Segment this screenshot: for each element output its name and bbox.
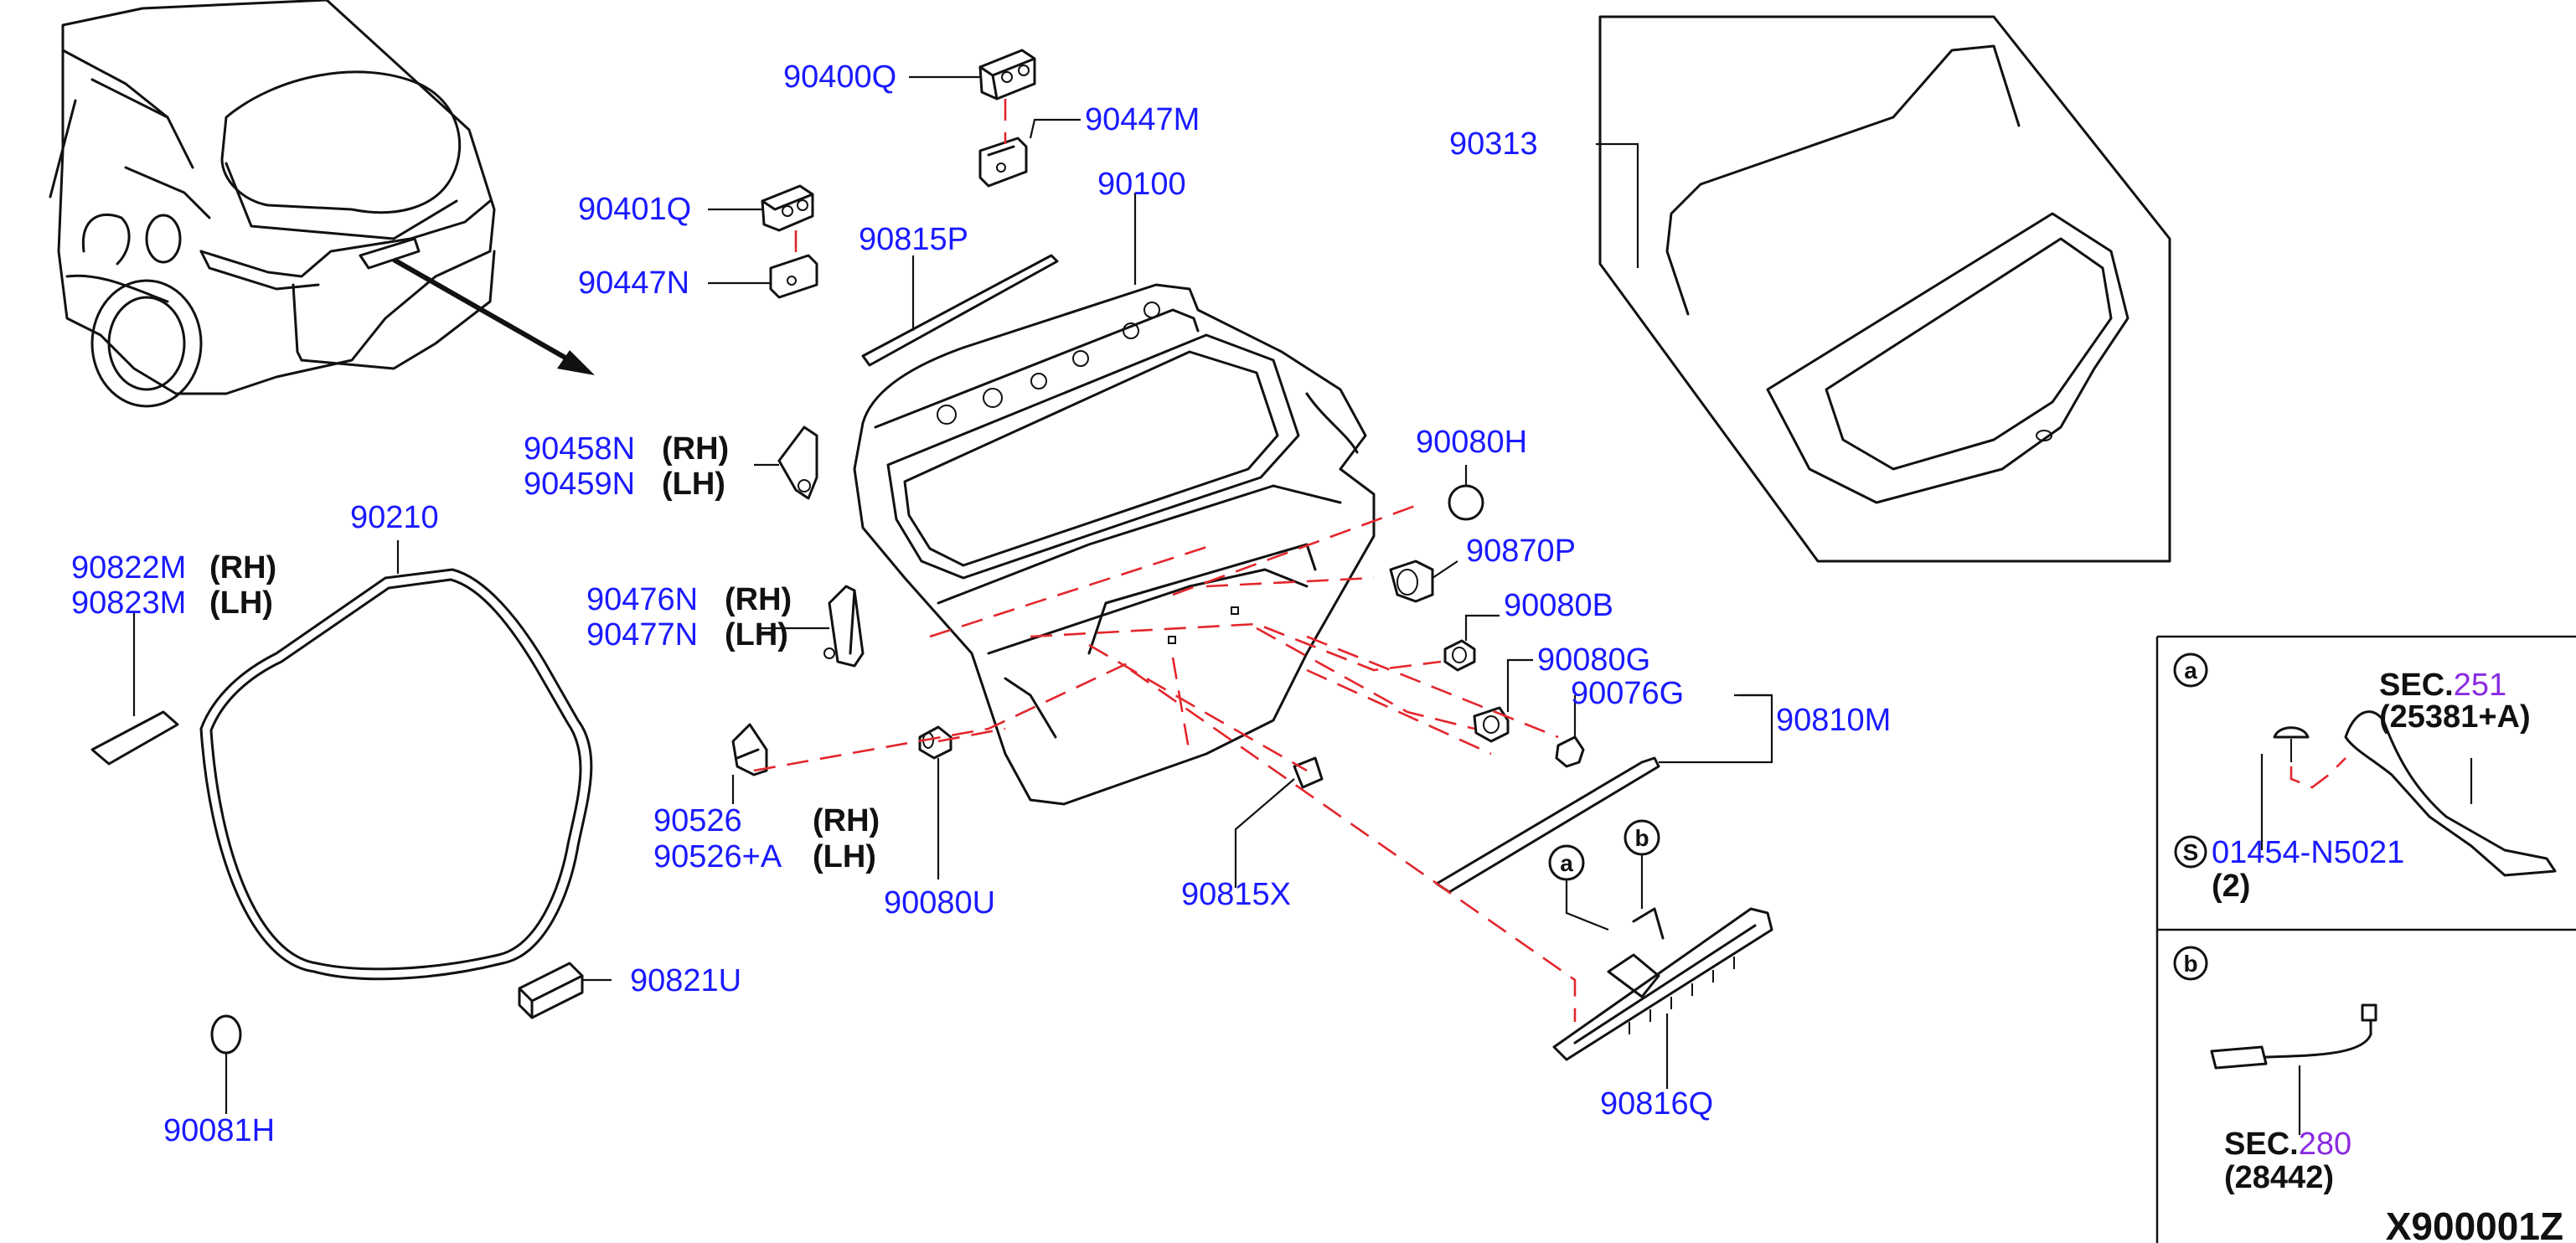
bumper-90080B [1443, 639, 1476, 672]
label-90476N: 90476N [586, 582, 698, 617]
svg-text:a: a [1560, 850, 1573, 876]
label-90459N: 90459N [524, 467, 635, 502]
label-90400Q: 90400Q [783, 59, 896, 95]
garnish-90816Q [1552, 907, 1773, 1061]
label-90526A: 90526+A [653, 839, 782, 874]
label-90823M-side: (LH) [209, 585, 273, 621]
label-90810M: 90810M [1776, 703, 1891, 738]
bumper-90870P [1389, 560, 1434, 603]
inset-screw-part: 01454-N5021 [2212, 835, 2404, 870]
inset-a-label: a [2184, 658, 2197, 683]
pad-90822M [90, 710, 179, 766]
back-window-glass [1598, 15, 2171, 563]
inset-sec280-part: (28442) [2224, 1160, 2334, 1195]
callout-b: b [1624, 819, 1660, 909]
inset-screw-qty: (2) [2212, 869, 2250, 904]
label-90076G: 90076G [1571, 676, 1684, 711]
screw-symbol: S [2183, 839, 2199, 865]
weatherstrip-90815P [861, 254, 1059, 367]
label-90821U: 90821U [630, 963, 741, 998]
label-90080U: 90080U [884, 885, 995, 921]
hinge-bracket-upper-rh [978, 137, 1028, 188]
cap-90081H [210, 1014, 242, 1055]
label-90080G: 90080G [1537, 642, 1650, 678]
seal-90815X [1293, 756, 1324, 789]
label-90815P: 90815P [859, 222, 968, 257]
garnish-bracket-90476N [823, 585, 865, 668]
label-90815X: 90815X [1181, 877, 1291, 912]
inset-panel: a SEC.251 (25381+A) S 01454-N5021 (2) b … [2155, 635, 2576, 1243]
bumper-90080U [918, 725, 952, 760]
label-90526A-side: (LH) [813, 839, 876, 874]
cap-90080H [1448, 484, 1484, 521]
label-90081H: 90081H [163, 1113, 275, 1148]
label-90447M: 90447M [1085, 102, 1200, 137]
label-90477N: 90477N [586, 617, 698, 652]
label-90816Q: 90816Q [1600, 1086, 1713, 1122]
label-90401Q: 90401Q [578, 192, 691, 227]
cushion-90821U [518, 962, 584, 1019]
label-90458N-side: (RH) [662, 431, 729, 467]
label-90459N-side: (LH) [662, 467, 725, 502]
label-90822M-side: (RH) [209, 550, 276, 585]
weatherstrip-seal-ring [199, 568, 593, 981]
label-90080H: 90080H [1416, 425, 1527, 460]
label-90822M: 90822M [71, 550, 186, 585]
label-90100: 90100 [1097, 167, 1186, 202]
label-90080B: 90080B [1504, 588, 1613, 623]
inset-sec280: SEC.280 [2224, 1127, 2351, 1162]
inset-sec251-part: (25381+A) [2379, 699, 2531, 735]
label-90458N: 90458N [524, 431, 635, 467]
finisher-90810M [1435, 756, 1660, 894]
clip-90076G [1555, 735, 1585, 768]
label-90476N-side: (RH) [725, 582, 792, 617]
hinge-bracket-upper-lh [769, 254, 818, 299]
diagram-code: X900001Z [2386, 1204, 2563, 1243]
callout-a: a [1548, 844, 1609, 931]
vehicle-rear-illustration [49, 0, 595, 408]
label-90870P: 90870P [1466, 534, 1576, 569]
leader-lines [396, 75, 1773, 982]
label-90210: 90210 [350, 500, 439, 535]
lock-bracket-90526 [731, 723, 768, 776]
label-90823M: 90823M [71, 585, 186, 621]
label-90313: 90313 [1449, 126, 1538, 162]
assembly-guide-lines [753, 501, 1577, 1022]
back-door-panel [853, 193, 1376, 806]
inset-sec251: SEC.251 [2379, 668, 2506, 703]
label-90526-side: (RH) [813, 803, 880, 838]
label-90447N: 90447N [578, 266, 689, 301]
svg-text:b: b [1634, 825, 1649, 851]
bumper-90080G [1473, 706, 1510, 743]
inset-b-label: b [2183, 951, 2197, 977]
stay-bracket-90458N [777, 426, 818, 500]
hinge-upper-rh [978, 49, 1036, 101]
hinge-upper-lh [761, 184, 814, 232]
label-90477N-side: (LH) [725, 617, 788, 652]
label-90526: 90526 [653, 803, 742, 838]
